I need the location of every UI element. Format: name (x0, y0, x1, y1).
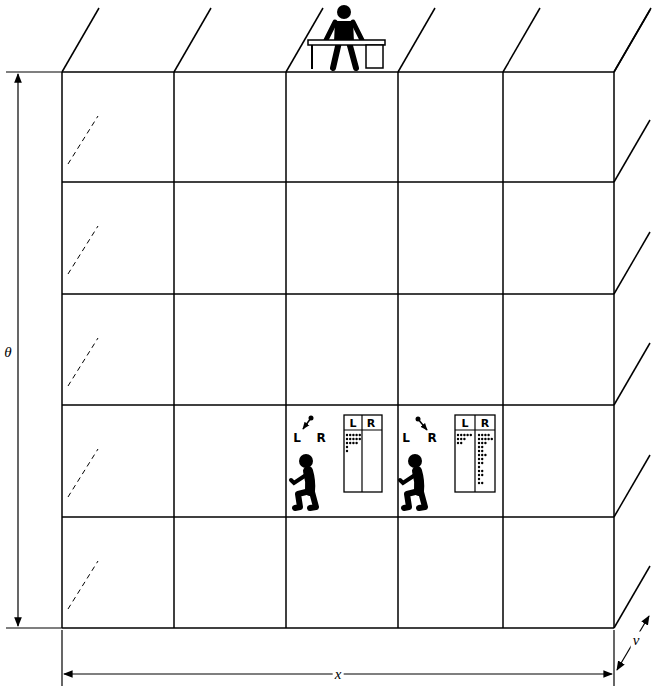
subject-figures (291, 415, 495, 508)
axis-label: v (631, 632, 642, 649)
column-header: L (349, 418, 356, 429)
column-header: R (481, 418, 489, 429)
dimension-lines (6, 72, 649, 686)
direction-label: L (402, 432, 410, 444)
grid-lines (62, 8, 651, 628)
axis-label: x (333, 666, 344, 683)
direction-label: L (293, 432, 301, 444)
direction-label: R (427, 432, 436, 444)
observer-figure (308, 5, 385, 69)
direction-label: R (316, 432, 325, 444)
axis-label: θ (2, 344, 13, 361)
column-header: R (367, 418, 375, 429)
column-header: L (461, 418, 468, 429)
